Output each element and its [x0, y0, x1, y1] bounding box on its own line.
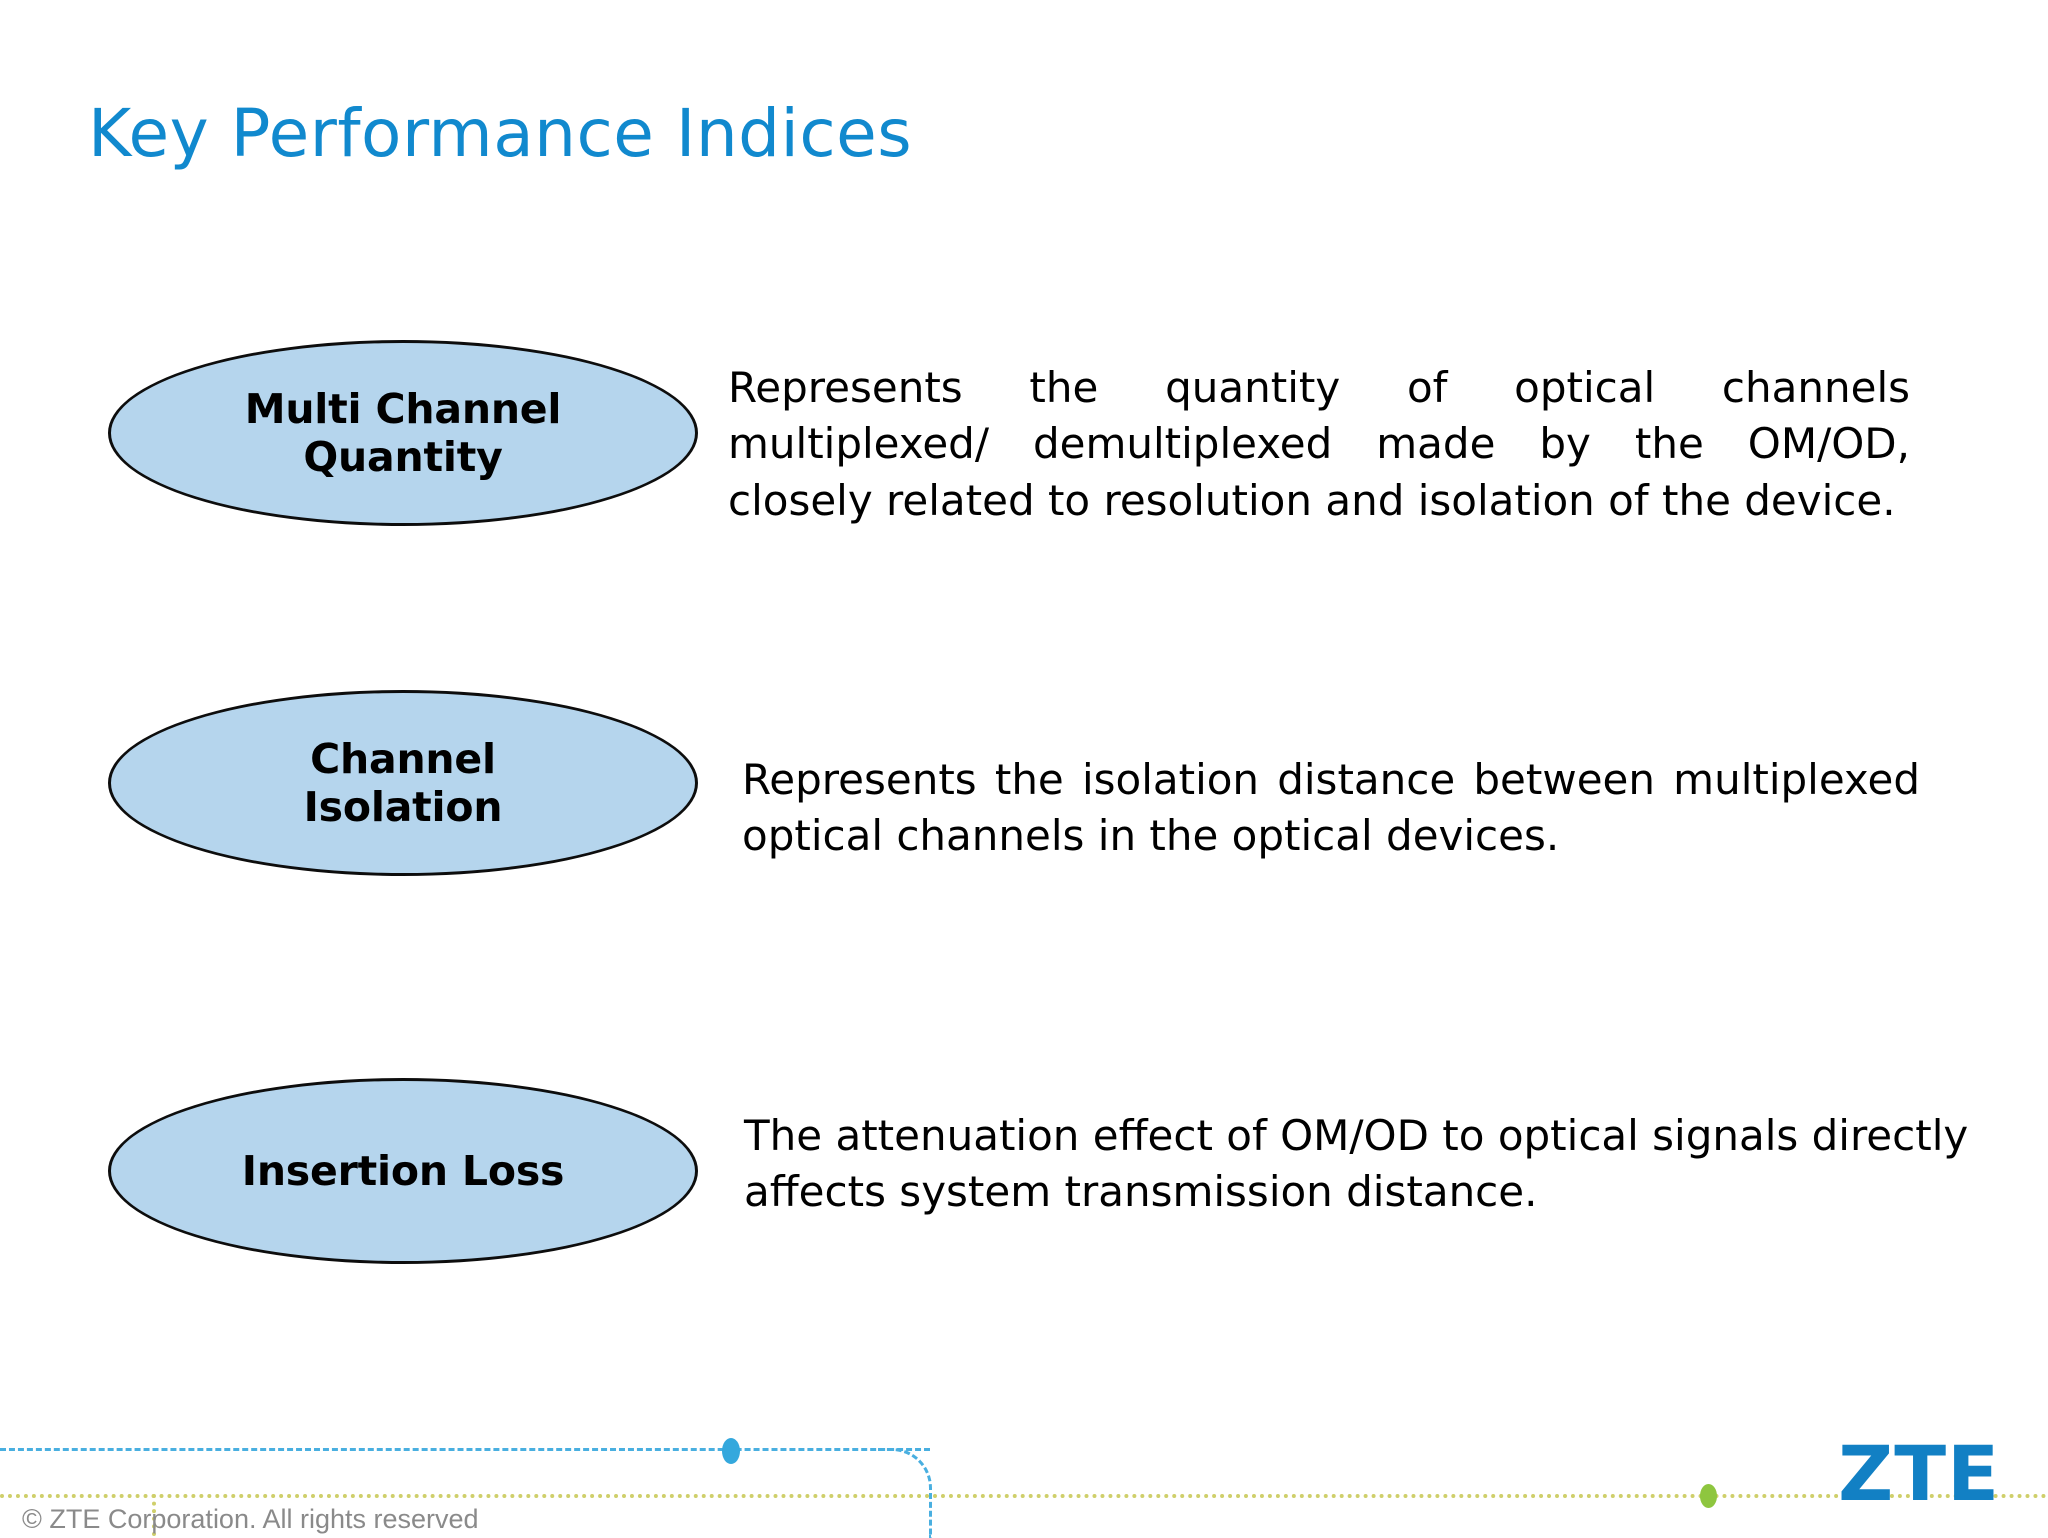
slide-footer: © ZTE Corporation. All rights reserved — [0, 1432, 2048, 1538]
footer-olive-rule — [0, 1494, 2048, 1498]
footer-green-marker-icon — [1700, 1484, 1717, 1508]
page-title: Key Performance Indices — [88, 95, 913, 172]
description-insertion-loss: The attenuation effect of OM/OD to optic… — [744, 1111, 1969, 1217]
ellipse-channel-isolation[interactable]: Channel Isolation — [108, 690, 698, 876]
ellipse-label: Multi Channel Quantity — [244, 384, 562, 481]
copyright-text: © ZTE Corporation. All rights reserved — [22, 1504, 479, 1534]
ellipse-insertion-loss[interactable]: Insertion Loss — [108, 1078, 698, 1264]
footer-blue-corner-rule — [878, 1448, 932, 1538]
ellipse-label: Channel Isolation — [303, 734, 503, 831]
description-multi-channel-quantity: Represents the quantity of optical chann… — [728, 363, 1910, 525]
footer-blue-rule — [0, 1448, 930, 1451]
footer-blue-marker-icon — [722, 1438, 740, 1464]
footer-olive-vertical-rule — [152, 1494, 156, 1536]
ellipse-multi-channel-quantity[interactable]: Multi Channel Quantity — [108, 340, 698, 526]
ellipse-label: Insertion Loss — [241, 1146, 565, 1195]
zte-logo: ZTE — [1838, 1429, 2000, 1518]
description-channel-isolation: Represents the isolation distance betwee… — [742, 755, 1920, 861]
